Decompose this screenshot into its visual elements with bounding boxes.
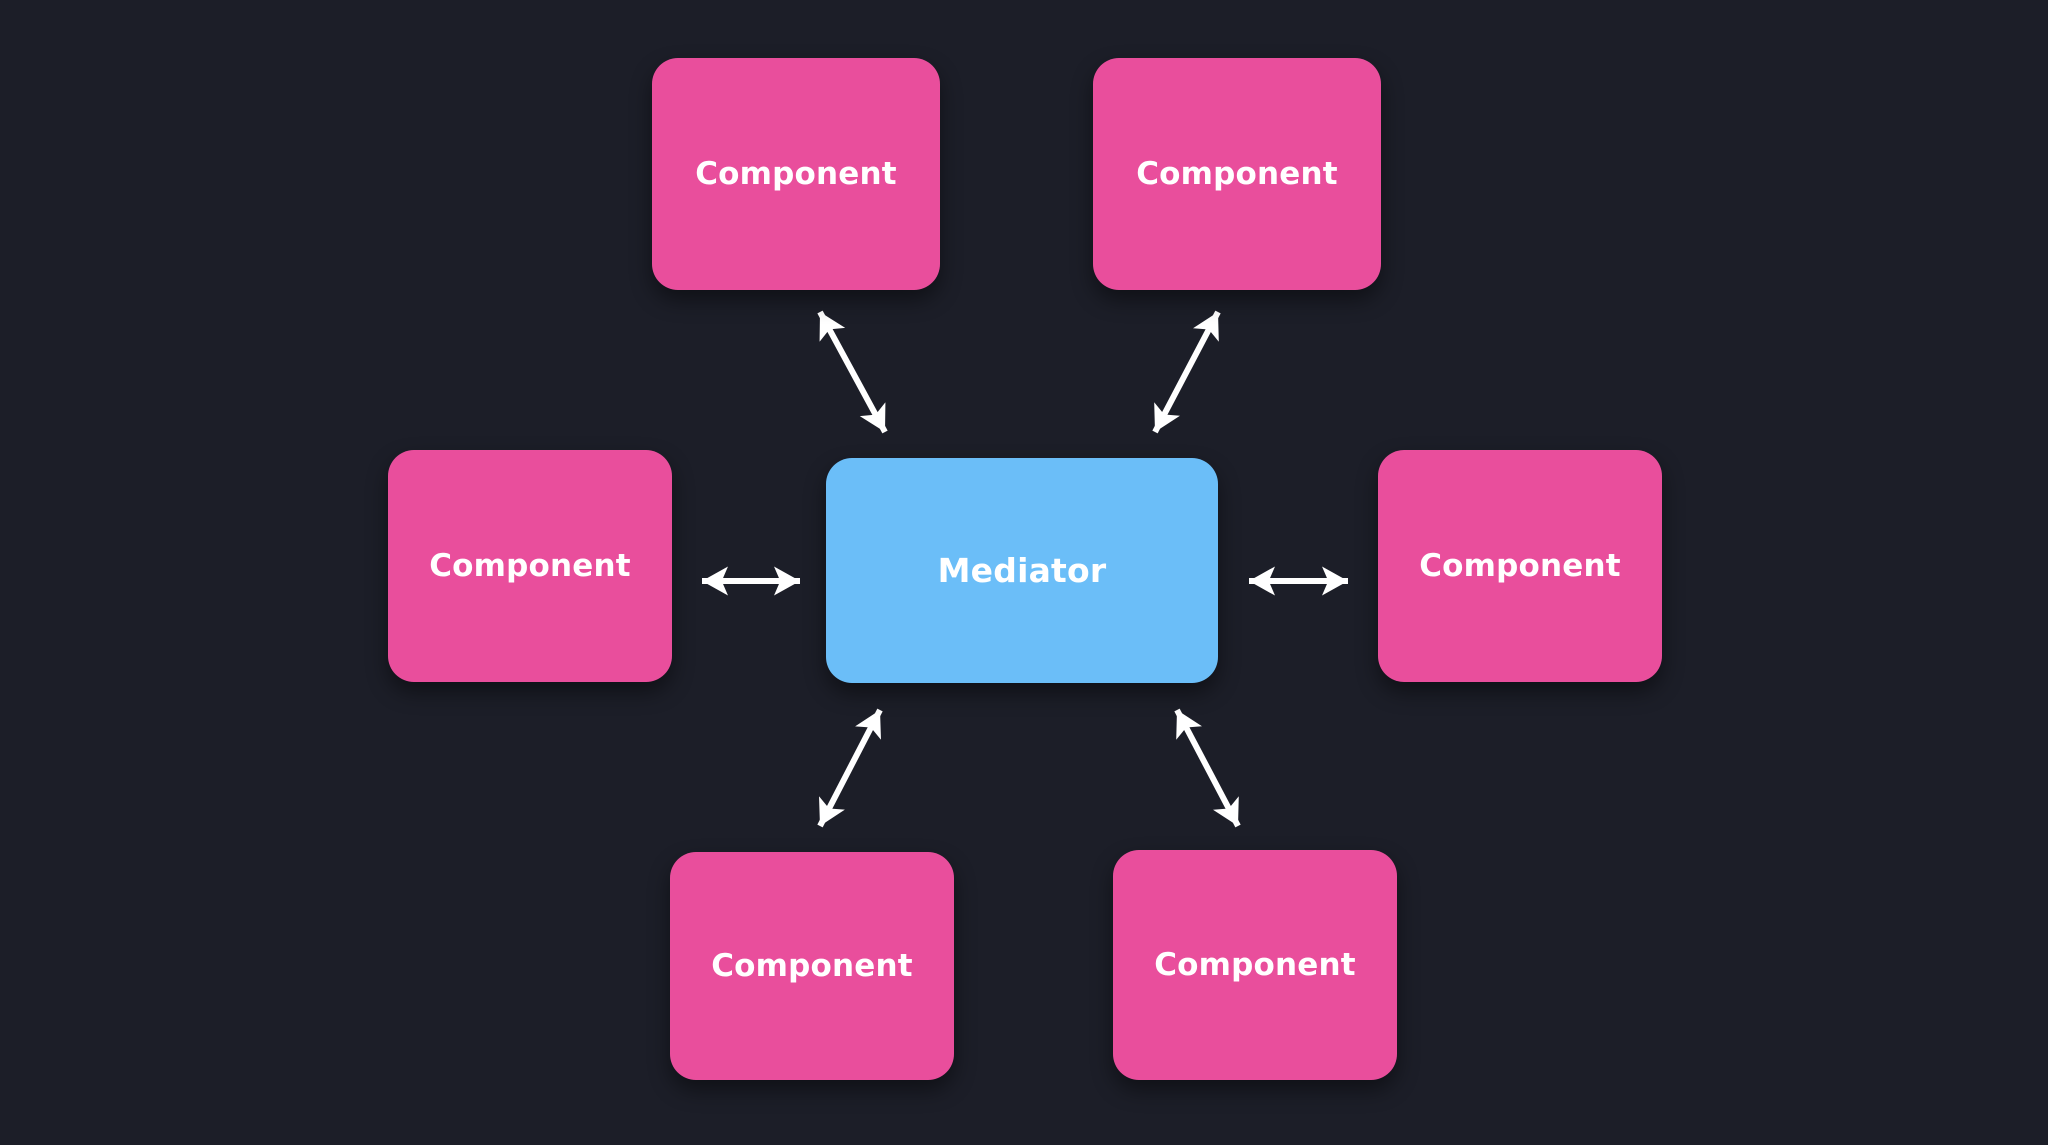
arrow-link-mediator-bottom-right: [1174, 708, 1241, 828]
node-component-left[interactable]: Component: [388, 450, 672, 682]
node-label: Component: [711, 947, 913, 984]
node-component-right[interactable]: Component: [1378, 450, 1662, 682]
node-component-bottom-right[interactable]: Component: [1113, 850, 1397, 1080]
node-component-top-right[interactable]: Component: [1093, 58, 1381, 290]
node-label: Component: [1419, 547, 1621, 584]
node-component-bottom-left[interactable]: Component: [670, 852, 954, 1080]
node-label: Component: [1154, 946, 1356, 983]
arrow-link-mediator-top-left: [817, 310, 888, 434]
arrow-link-mediator-top-right: [1152, 310, 1221, 434]
node-component-top-left[interactable]: Component: [652, 58, 940, 290]
node-label: Component: [695, 155, 897, 192]
node-label: Component: [1136, 155, 1338, 192]
arrow-link-mediator-bottom-left: [817, 708, 883, 828]
node-mediator[interactable]: Mediator: [826, 458, 1218, 683]
node-label: Mediator: [937, 551, 1107, 590]
node-label: Component: [429, 547, 631, 584]
